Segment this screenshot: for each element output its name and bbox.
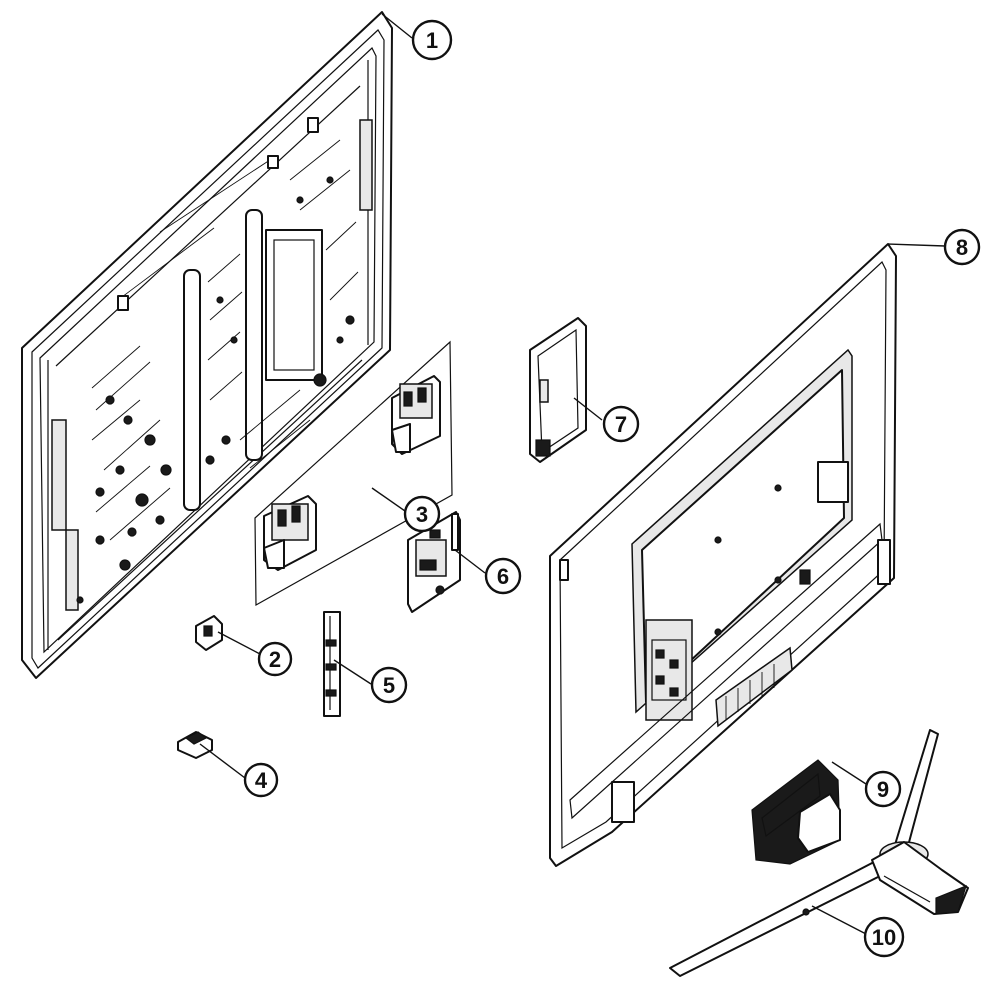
callout-5: 5 [370, 666, 408, 704]
part-10-stand-base [669, 729, 969, 977]
callout-10: 10 [863, 916, 905, 958]
part-2-bracket [195, 615, 223, 651]
part-4-clip [177, 731, 213, 759]
callout-9-label: 9 [877, 777, 889, 802]
callout-7: 7 [602, 405, 640, 443]
callout-7-label: 7 [615, 412, 627, 437]
part-6-main-board [407, 511, 461, 613]
part-8-back-cover [549, 243, 897, 867]
callout-1-label: 1 [426, 28, 438, 53]
callout-6-label: 6 [497, 564, 509, 589]
part-7-power-board [529, 317, 587, 463]
part-1-panel-frame [21, 11, 393, 679]
callout-2: 2 [257, 641, 293, 677]
callout-8: 8 [943, 228, 981, 266]
callout-3: 3 [403, 495, 441, 533]
callout-4-label: 4 [255, 768, 268, 793]
callout-2-label: 2 [269, 647, 281, 672]
callout-3-label: 3 [416, 502, 428, 527]
part-3-speakers [263, 375, 441, 571]
callout-4: 4 [243, 762, 279, 798]
part-9-stand-neck [751, 759, 841, 865]
callout-1: 1 [411, 19, 453, 61]
part-3-outline-box [254, 340, 453, 607]
callout-8-label: 8 [956, 235, 968, 260]
leader-lines [199, 13, 946, 935]
callout-5-label: 5 [383, 673, 395, 698]
callout-10-label: 10 [872, 925, 896, 950]
part-5-key-board [323, 611, 341, 717]
callout-9: 9 [864, 770, 902, 808]
callout-6: 6 [484, 557, 522, 595]
